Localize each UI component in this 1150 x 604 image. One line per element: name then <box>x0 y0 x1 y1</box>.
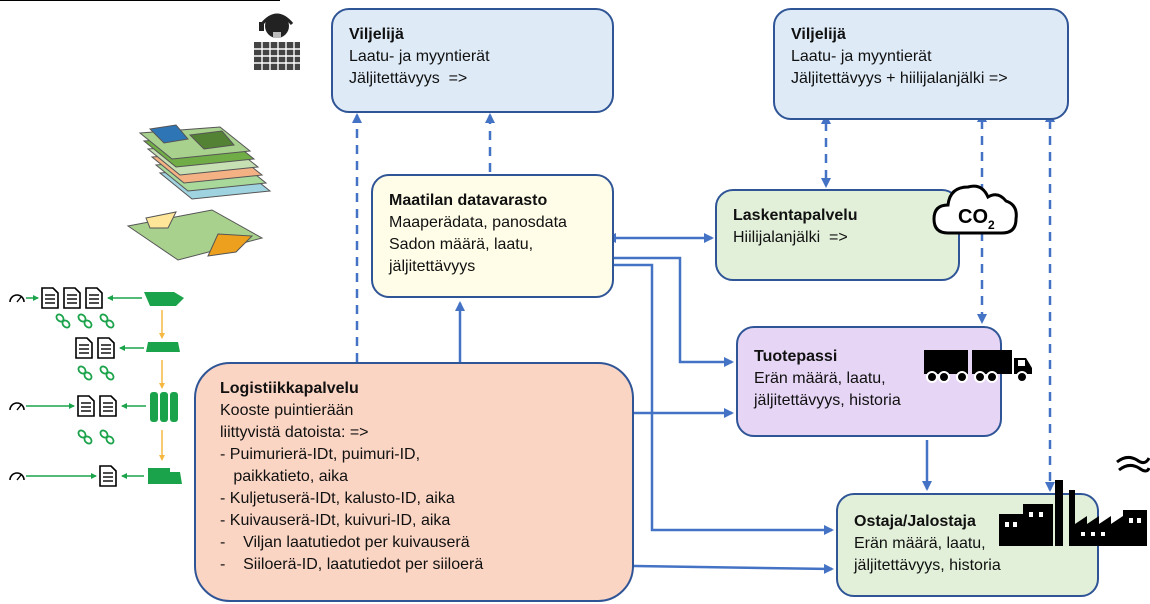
product-passport-box: Tuotepassi Erän määrä, laatu, jäljitettä… <box>736 326 1002 437</box>
product-passport-box-title: Tuotepassi <box>754 348 838 365</box>
cloud-co2-icon: CO 2 <box>932 184 1018 235</box>
datastore-box: Maatilan datavarasto Maaperädata, panosd… <box>371 174 614 298</box>
buyer-box-line: Erän määrä, laatu, <box>854 535 986 552</box>
logistics-box-line: paikkatieto, aika <box>220 468 349 485</box>
farmer-box-2: Viljelijä Laatu- ja myyntierät Jäljitett… <box>773 8 1069 120</box>
farmer-icon <box>254 13 300 70</box>
buyer-box-title: Ostaja/Jalostaja <box>854 513 976 530</box>
datastore-box-line: jäljitettävyys <box>389 258 476 275</box>
logistics-box-line: Kooste puintierään <box>220 402 354 419</box>
logistics-box-line: - Kuljetuserä-IDt, kalusto-ID, aika <box>220 490 455 507</box>
product-passport-box-line: jäljitettävyys, historia <box>754 392 901 409</box>
logistics-box: Logistiikkapalvelu Kooste puintierään li… <box>194 362 634 602</box>
logistics-box-line: liittyvistä datoista: => <box>220 424 369 441</box>
farmer-box-1-title: Viljelijä <box>349 26 404 43</box>
field-layers-icon <box>138 124 272 200</box>
logistics-box-line: - Siiloerä-ID, laatutiedot per siiloerä <box>220 556 484 573</box>
farmer-box-2-line: Laatu- ja myyntierät <box>791 48 932 65</box>
arrow-datastore-passport <box>614 256 734 367</box>
field-map-icon <box>126 209 264 261</box>
calc-service-box-title: Laskentapalvelu <box>733 207 858 224</box>
calc-service-box: Laskentapalvelu Hiilijalanjälki => <box>715 189 960 281</box>
arrow-datastore-buyer <box>614 263 834 535</box>
logistics-box-title: Logistiikkapalvelu <box>220 380 359 397</box>
datastore-box-line: Sadon määrä, laatu, <box>389 236 534 253</box>
arrow-logistics-buyer <box>632 563 834 574</box>
logistics-box-line: - Kuivauserä-IDt, kuivuri-ID, aika <box>220 512 451 529</box>
calc-service-box-line: Hiilijalanjälki => <box>733 229 848 246</box>
farmer-box-1-line: Laatu- ja myyntierät <box>349 48 490 65</box>
logistics-box-line: - Puimurierä-IDt, puimuri-ID, <box>220 446 421 463</box>
farmer-box-2-line: Jäljitettävyys + hiilijalanjälki => <box>791 70 1008 87</box>
farmer-box-1-line: Jäljitettävyys => <box>349 70 468 87</box>
factory-icon <box>999 455 1150 546</box>
header-underline <box>0 0 280 1</box>
product-passport-box-line: Erän määrä, laatu, <box>754 370 886 387</box>
truck-icon <box>924 350 1032 383</box>
data-chain-icon <box>9 287 184 487</box>
farmer-box-1: Viljelijä Laatu- ja myyntierät Jäljitett… <box>331 8 614 113</box>
datastore-box-line: Maaperädata, panosdata <box>389 214 567 231</box>
logistics-box-line: - Viljan laatutiedot per kuivauserä <box>220 534 470 551</box>
co2-label: CO <box>958 206 988 228</box>
farmer-box-2-title: Viljelijä <box>791 26 846 43</box>
datastore-box-title: Maatilan datavarasto <box>389 192 548 209</box>
co2-subscript: 2 <box>988 218 995 232</box>
buyer-box-line: jäljitettävyys, historia <box>854 557 1001 574</box>
